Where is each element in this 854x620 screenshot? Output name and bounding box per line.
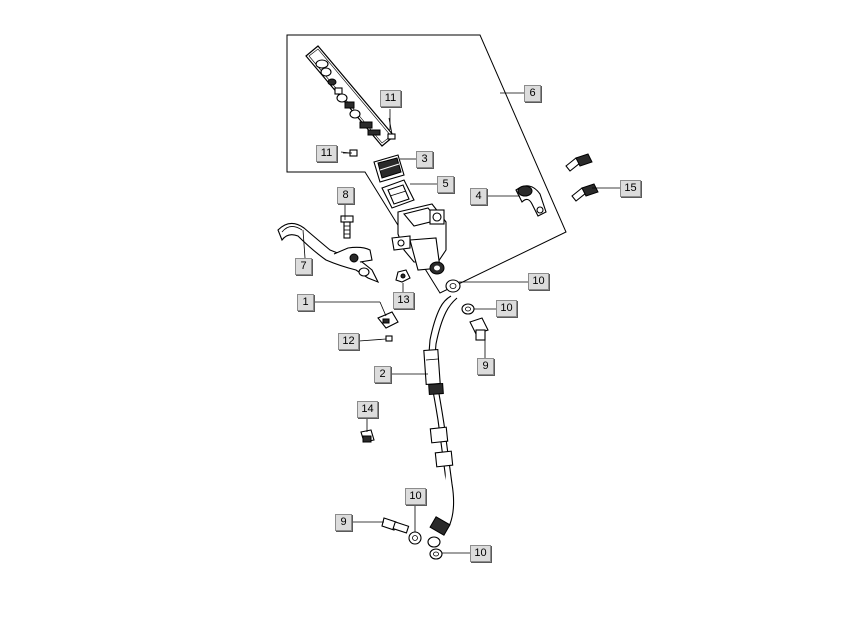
assembly-6-frame <box>286 34 567 294</box>
clamp-4 <box>515 185 547 217</box>
bolt-15-upper <box>565 153 593 172</box>
banjo-bolt-9-lower <box>381 517 410 534</box>
callout-5[interactable]: 5 <box>437 176 454 193</box>
master-cylinder-body <box>391 203 447 275</box>
pivot-bolt-8 <box>340 215 354 239</box>
callout-15[interactable]: 15 <box>620 180 641 197</box>
callout-3[interactable]: 3 <box>416 151 433 168</box>
brake-hose-2 <box>423 295 458 548</box>
callout-10-lower-left[interactable]: 10 <box>405 488 426 505</box>
nut-13 <box>395 269 411 283</box>
callout-4[interactable]: 4 <box>470 188 487 205</box>
washer-10-lower-left <box>408 531 422 545</box>
callout-12[interactable]: 12 <box>338 333 359 350</box>
brake-lever-7 <box>277 222 380 284</box>
reservoir-cap-3 <box>373 154 405 183</box>
washer-10-right <box>461 303 475 315</box>
diaphragm-5 <box>381 179 415 209</box>
screw-12 <box>385 335 393 342</box>
bleeder-14 <box>360 429 375 443</box>
callout-9-lower[interactable]: 9 <box>335 514 352 531</box>
callout-6[interactable]: 6 <box>524 85 541 102</box>
callout-1[interactable]: 1 <box>297 294 314 311</box>
callout-8[interactable]: 8 <box>337 187 354 204</box>
bolt-15-lower <box>571 183 599 202</box>
brake-switch-1 <box>377 311 399 329</box>
callout-13[interactable]: 13 <box>393 292 414 309</box>
callout-10-lower-right[interactable]: 10 <box>470 545 491 562</box>
washer-10-upper <box>445 279 461 293</box>
callout-7[interactable]: 7 <box>295 258 312 275</box>
callout-10-upper[interactable]: 10 <box>528 273 549 290</box>
callout-14[interactable]: 14 <box>357 401 378 418</box>
screw-11-upper <box>387 117 396 140</box>
callout-2[interactable]: 2 <box>374 366 391 383</box>
callout-10-right[interactable]: 10 <box>496 300 517 317</box>
leader-lines <box>302 92 620 554</box>
callout-9-upper[interactable]: 9 <box>477 358 494 375</box>
callout-11-lower[interactable]: 11 <box>316 145 337 162</box>
banjo-bolt-9-upper <box>469 317 489 341</box>
callout-11-upper[interactable]: 11 <box>380 90 401 107</box>
washer-10-lower-right <box>429 548 443 560</box>
seal-kit-strip <box>305 45 395 147</box>
